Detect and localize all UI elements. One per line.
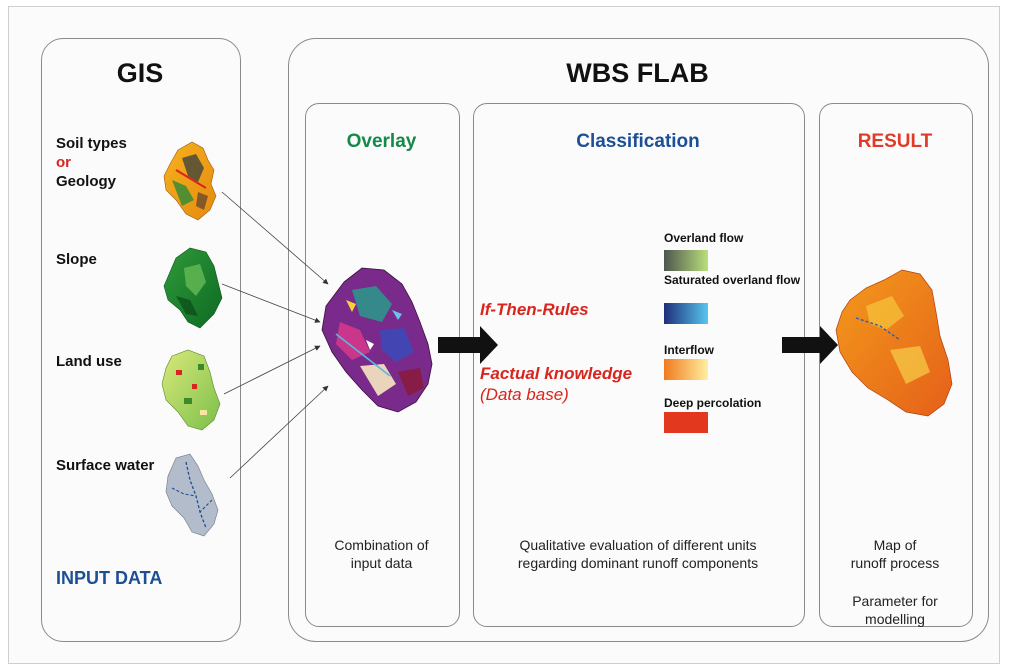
surface-water-map-icon (165, 453, 219, 537)
overlay-description-line1: Combination of (334, 537, 429, 553)
arrow-icon (221, 283, 321, 323)
result-parameter-line2: modelling (865, 611, 925, 627)
legend-saturated-overland-flow-swatch (664, 303, 708, 324)
result-description-line2: runoff process (850, 555, 940, 571)
wbs-flab-title: WBS FLAB (566, 58, 709, 88)
legend-overland-flow-swatch (664, 250, 708, 271)
data-base-label: (Data base) (480, 385, 569, 404)
legend-deep-percolation-swatch (664, 412, 708, 433)
arrow-icon (229, 385, 329, 479)
land-use-label: Land use (56, 353, 122, 370)
legend-saturated-overland-flow-label: Saturated overland flow (664, 273, 801, 287)
overlay-map-icon (321, 267, 433, 413)
gis-title: GIS (116, 58, 164, 88)
arrow-icon (438, 326, 498, 364)
result-parameter-line1: Parameter for (852, 593, 938, 609)
soil-types-label: Soil types (56, 135, 127, 152)
result-description-line1: Map of (873, 537, 917, 553)
legend-overland-flow-label: Overland flow (664, 231, 744, 245)
legend-deep-percolation-label: Deep percolation (664, 396, 762, 410)
geology-label: Geology (56, 173, 117, 190)
slope-map-icon (163, 247, 223, 329)
classification-panel (473, 103, 805, 627)
overlay-title: Overlay (346, 131, 417, 152)
if-then-rules-label: If-Then-Rules (480, 300, 589, 319)
legend-interflow-swatch (664, 359, 708, 380)
landuse-map-icon (161, 349, 221, 431)
classification-description-line2: regarding dominant runoff components (517, 555, 759, 571)
classification-title: Classification (576, 131, 700, 152)
slope-label: Slope (56, 251, 97, 268)
arrow-icon (223, 345, 321, 395)
or-label: or (56, 154, 71, 171)
legend-interflow-label: Interflow (664, 343, 714, 357)
result-title: RESULT (857, 131, 933, 152)
overlay-description-line2: input data (350, 555, 413, 571)
soil-map-icon (163, 141, 217, 221)
gis-panel (41, 38, 241, 642)
surface-water-label: Surface water (56, 457, 155, 474)
arrow-icon (221, 191, 329, 285)
factual-knowledge-label: Factual knowledge (480, 364, 633, 383)
input-data-label: INPUT DATA (56, 568, 163, 588)
arrow-icon (782, 326, 838, 364)
classification-description-line1: Qualitative evaluation of different unit… (519, 537, 757, 553)
result-map-icon (835, 269, 953, 417)
